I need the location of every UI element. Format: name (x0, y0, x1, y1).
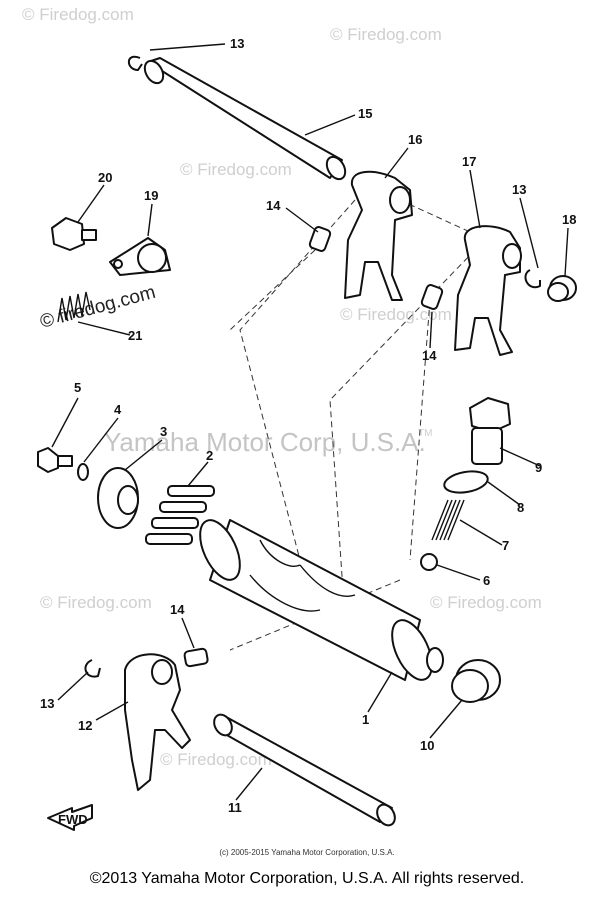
pins-2 (145, 485, 215, 545)
watermark-site-dark: © firedog.com (38, 282, 158, 333)
leader-lines (51, 43, 569, 801)
watermark-tm: TM (418, 428, 432, 439)
shift-cam-drum (199, 519, 444, 681)
watermark-site: © Firedog.com (340, 305, 452, 324)
watermarks: © Firedog.com © Firedog.com © Firedog.co… (22, 5, 542, 769)
callout-13-lower: 13 (40, 696, 54, 711)
callout-15: 15 (358, 106, 372, 121)
watermark-site: © Firedog.com (180, 160, 292, 179)
callout-14-upper: 14 (266, 198, 281, 213)
callout-18: 18 (562, 212, 576, 227)
shift-fork-16 (344, 170, 413, 301)
segment-plate-3 (97, 467, 139, 529)
callout-20: 20 (98, 170, 112, 185)
bolt-5 (37, 447, 73, 473)
fwd-label: FWD (58, 812, 88, 827)
callout-6: 6 (483, 573, 490, 588)
callout-4: 4 (114, 402, 122, 417)
callout-11: 11 (228, 800, 242, 815)
shift-fork-17 (454, 225, 522, 356)
callout-16: 16 (408, 132, 422, 147)
watermark-site: © Firedog.com (40, 593, 152, 612)
bolt-20 (51, 217, 97, 251)
callout-9: 9 (535, 460, 542, 475)
forward-arrow-icon: FWD (47, 804, 93, 831)
credit-line: (c) 2005-2015 Yamaha Motor Corporation, … (219, 848, 395, 857)
watermark-main: Yamaha Motor Corp, U.S.A. (104, 427, 426, 457)
callout-14-lower: 14 (170, 602, 185, 617)
gasket-8 (443, 470, 489, 494)
circlip-top (127, 55, 143, 71)
callout-numbers: 13 15 16 17 13 18 14 14 20 19 21 5 4 3 2… (40, 36, 576, 815)
copyright-footer: ©2013 Yamaha Motor Corporation, U.S.A. A… (89, 870, 525, 887)
fork-shaft-upper (143, 57, 347, 181)
callout-7: 7 (502, 538, 509, 553)
callout-3: 3 (160, 424, 167, 439)
guide-pin-lower (183, 647, 209, 668)
watermark-site: © Firedog.com (160, 750, 272, 769)
plug-bolt-9 (469, 397, 511, 465)
callout-13-right: 13 (512, 182, 526, 197)
callout-19: 19 (144, 188, 158, 203)
callout-12: 12 (78, 718, 92, 733)
callout-10: 10 (420, 738, 434, 753)
callout-1: 1 (362, 712, 369, 727)
watermark-site: © Firedog.com (22, 5, 134, 24)
guide-pin-upper (308, 226, 332, 252)
callout-14-mid: 14 (422, 348, 437, 363)
fork-shaft-lower (213, 713, 396, 827)
callout-21: 21 (128, 328, 142, 343)
washer-4 (77, 463, 89, 481)
watermark-site: © Firedog.com (330, 25, 442, 44)
spring-21 (57, 291, 91, 323)
callout-13: 13 (230, 36, 244, 51)
watermark-site: © Firedog.com (430, 593, 542, 612)
circlip-right (524, 269, 541, 289)
ball-6 (420, 553, 438, 571)
plug-18 (547, 275, 577, 302)
shift-fork-12 (124, 653, 191, 791)
callout-17: 17 (462, 154, 476, 169)
stopper-lever-19 (109, 237, 171, 276)
guide-pin-mid (420, 284, 444, 310)
circlip-lower (84, 659, 101, 678)
callout-8: 8 (517, 500, 524, 515)
cap-10 (451, 659, 501, 703)
spring-7 (431, 499, 465, 541)
callout-2: 2 (206, 448, 213, 463)
callout-5: 5 (74, 380, 81, 395)
